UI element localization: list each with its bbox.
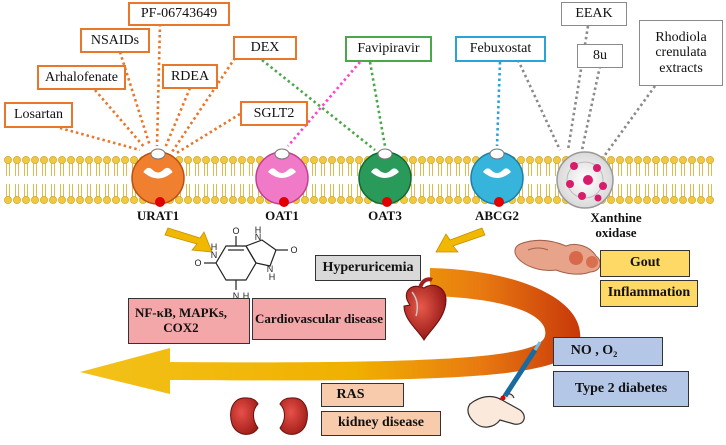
urat1-transporter	[131, 148, 185, 207]
gout-hand-icon	[514, 239, 601, 275]
svg-text:H: H	[255, 225, 262, 235]
svg-text:N: N	[233, 291, 240, 301]
connector-lines	[59, 23, 657, 156]
nfkb-mapks-cox2-box: NF-κB, MAPKs, COX2	[128, 298, 250, 344]
uric-acid-atoms: O O N N N N O H H H H	[194, 225, 297, 301]
eeak-label: EEAK	[561, 2, 627, 26]
svg-text:O: O	[290, 245, 297, 255]
abcg2-to-hyperuricemia-arrow	[435, 227, 486, 253]
svg-text:H: H	[243, 291, 250, 301]
xanthine-oxidase-enzyme	[556, 151, 614, 209]
svg-text:N: N	[255, 232, 262, 242]
svg-text:H: H	[269, 272, 276, 282]
no-o2-box: NO , O₂	[553, 337, 663, 366]
heart-organ-icon	[403, 277, 447, 341]
cardiovascular-disease-box: Cardiovascular disease	[252, 298, 386, 340]
oat1-transporter	[255, 148, 309, 207]
oat3-transporter	[358, 148, 412, 207]
abcg2-name: ABCG2	[474, 208, 520, 223]
oat3-name: OAT3	[368, 208, 402, 223]
xanthine-oxidase-name: Xanthine oxidase	[590, 210, 642, 240]
rdea-label: RDEA	[162, 64, 218, 89]
febuxostat-label: Febuxostat	[455, 36, 546, 62]
glucose-test-hand-icon	[467, 341, 542, 428]
rhodiola-crenulata-extracts-label: Rhodiola crenulata extracts	[639, 20, 723, 86]
type-2-diabetes-box: Type 2 diabetes	[553, 371, 689, 407]
svg-text:O: O	[194, 258, 201, 268]
hyperuricemia-box: Hyperuricemia	[315, 255, 421, 281]
arhalofenate-label: Arhalofenate	[37, 65, 126, 90]
kidney-disease-box: kidney disease	[321, 411, 441, 436]
8u-label: 8u	[577, 44, 623, 68]
pf-06743649-label: PF-06743649	[128, 2, 230, 26]
inflammation-box: Inflammation	[600, 280, 698, 307]
dex-label: DEX	[233, 36, 297, 60]
big-curved-arrow	[80, 268, 581, 394]
abcg2-transporter	[470, 148, 524, 207]
uric-acid-structure-icon	[204, 236, 288, 290]
urat1-name: URAT1	[136, 208, 180, 223]
oat1-name: OAT1	[265, 208, 299, 223]
svg-text:N: N	[211, 250, 218, 260]
svg-text:O: O	[232, 226, 239, 236]
urat1-to-uric-acid-arrow	[164, 227, 213, 253]
sglt2-label: SGLT2	[240, 101, 308, 126]
losartan-label: Losartan	[4, 102, 73, 128]
kidney-organ-icon	[230, 397, 308, 435]
favipiravir-label: Favipiravir	[345, 36, 432, 62]
svg-text:N: N	[267, 264, 274, 274]
ras-box: RAS	[321, 383, 404, 407]
svg-text:H: H	[211, 242, 218, 252]
gout-box: Gout	[600, 250, 690, 277]
nsaids-label: NSAIDs	[80, 28, 150, 53]
